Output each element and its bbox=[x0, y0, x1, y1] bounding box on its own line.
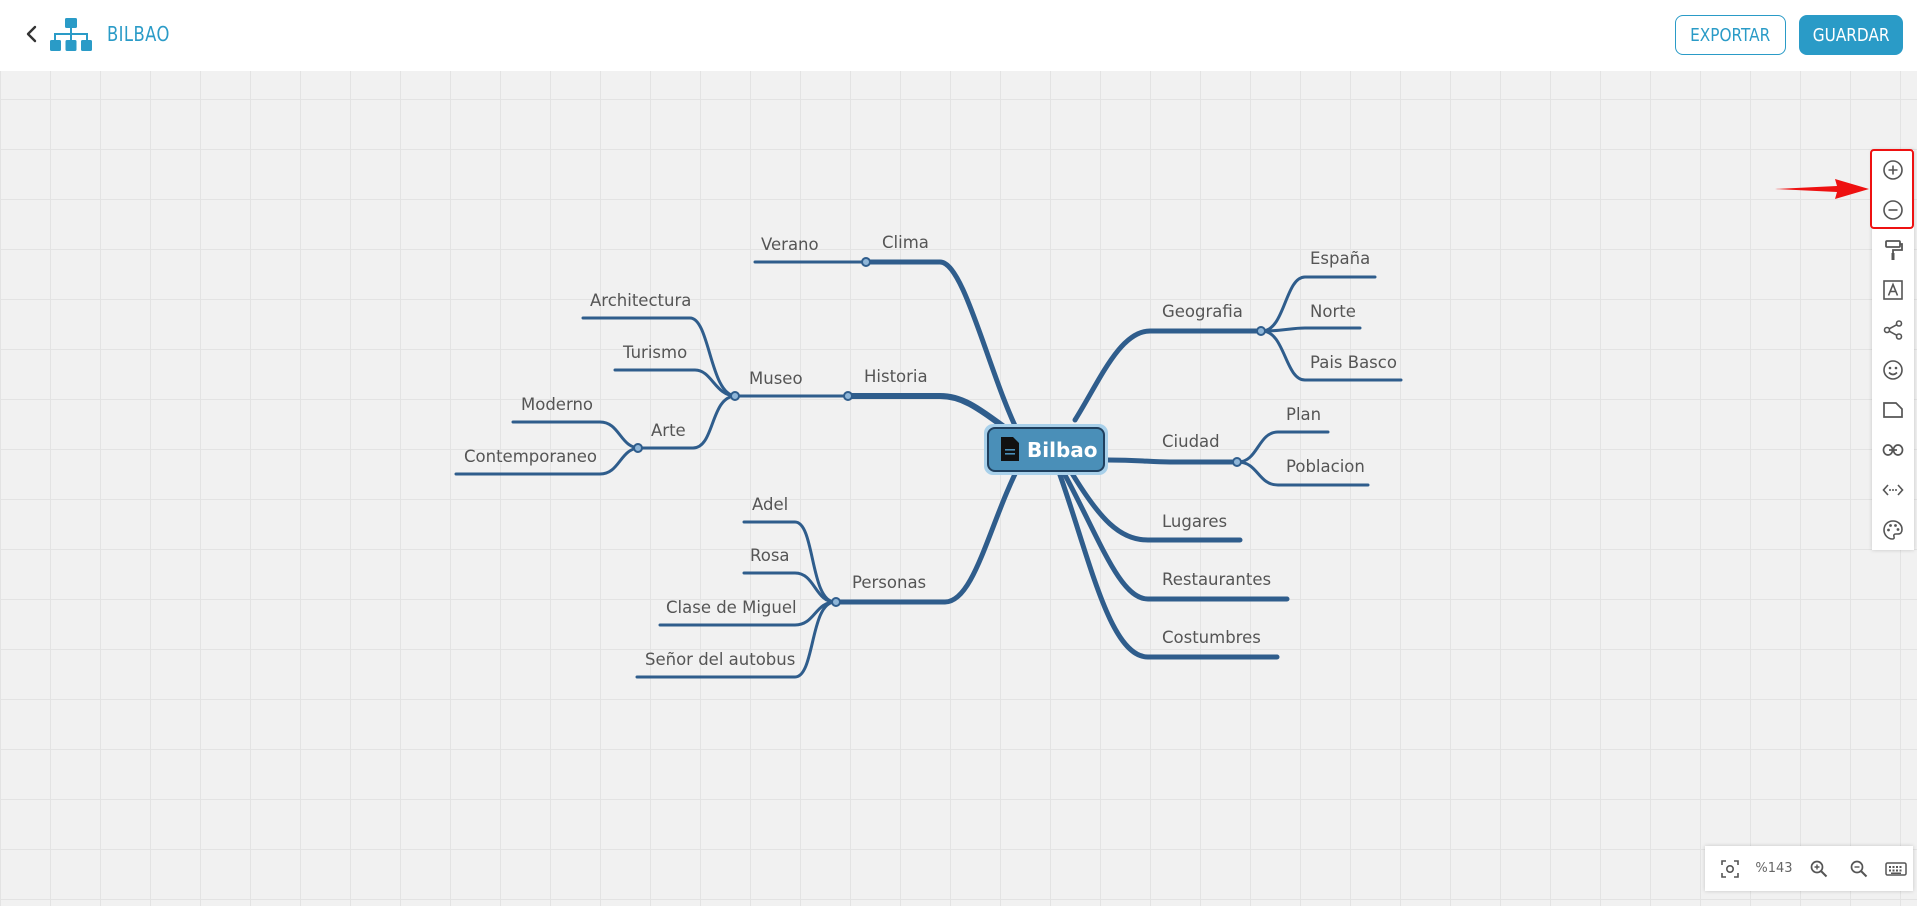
save-button[interactable]: GUARDAR bbox=[1799, 15, 1903, 55]
connector-costumbres bbox=[1057, 472, 1280, 660]
topic-moderno[interactable]: Moderno bbox=[521, 395, 593, 414]
right-toolbar bbox=[1872, 150, 1914, 550]
topic-personas[interactable]: Personas bbox=[852, 573, 926, 592]
topic-clima[interactable]: Clima bbox=[882, 233, 929, 252]
mindmap-logo-icon bbox=[50, 18, 92, 51]
link-tool[interactable] bbox=[1872, 430, 1914, 470]
zoom-bar: %143 bbox=[1705, 846, 1913, 891]
share-tool[interactable] bbox=[1872, 310, 1914, 350]
connector-clima bbox=[865, 259, 1025, 443]
topic-restaurantes[interactable]: Restaurantes bbox=[1162, 570, 1271, 589]
zoom-level: %143 bbox=[1755, 861, 1793, 876]
palette-tool[interactable] bbox=[1872, 510, 1914, 550]
map-title: BILBAO bbox=[107, 22, 170, 46]
topic-rosa[interactable]: Rosa bbox=[750, 546, 790, 565]
topic-pais-basco[interactable]: Pais Basco bbox=[1310, 353, 1397, 372]
back-button[interactable] bbox=[22, 23, 42, 45]
topic-turismo[interactable]: Turismo bbox=[622, 343, 687, 362]
format-paint-tool[interactable] bbox=[1872, 230, 1914, 270]
topic-senor-del-autobus[interactable]: Señor del autobus bbox=[645, 650, 795, 669]
document-icon bbox=[1001, 437, 1019, 461]
topic-poblacion[interactable]: Poblacion bbox=[1286, 457, 1365, 476]
topic-norte[interactable]: Norte bbox=[1310, 302, 1356, 321]
connector-ciudad bbox=[1105, 457, 1241, 465]
keyboard-icon bbox=[1885, 861, 1907, 876]
text-format-tool[interactable] bbox=[1872, 270, 1914, 310]
central-node-label: Bilbao bbox=[1027, 438, 1098, 462]
text-format-icon bbox=[1883, 280, 1903, 300]
connector-geografia bbox=[1072, 328, 1265, 423]
topic-espana[interactable]: España bbox=[1310, 249, 1370, 268]
topic-adel[interactable]: Adel bbox=[752, 495, 788, 514]
topic-verano[interactable]: Verano bbox=[761, 235, 819, 254]
annotation-arrow-icon bbox=[1775, 179, 1869, 199]
zoom-out-tool[interactable] bbox=[1872, 190, 1914, 230]
topic-costumbres[interactable]: Costumbres bbox=[1162, 628, 1261, 647]
topic-museo[interactable]: Museo bbox=[749, 369, 803, 388]
share-icon bbox=[1883, 320, 1903, 340]
note-tool[interactable] bbox=[1872, 390, 1914, 430]
save-button-label: GUARDAR bbox=[1812, 24, 1890, 46]
topic-historia[interactable]: Historia bbox=[864, 367, 928, 386]
topic-plan[interactable]: Plan bbox=[1286, 405, 1321, 424]
note-icon bbox=[1883, 402, 1903, 418]
topic-lugares[interactable]: Lugares bbox=[1162, 512, 1227, 531]
highlight-box bbox=[1870, 149, 1914, 229]
export-button-label: EXPORTAR bbox=[1690, 24, 1771, 46]
connector-restaurantes bbox=[1062, 472, 1290, 602]
zoom-out-button[interactable] bbox=[1841, 846, 1877, 891]
zoom-in-tool[interactable] bbox=[1872, 150, 1914, 190]
zoom-in-magnifier-icon bbox=[1810, 860, 1828, 877]
central-node[interactable]: Bilbao bbox=[984, 424, 1108, 475]
topic-clase-de-miguel[interactable]: Clase de Miguel bbox=[666, 598, 797, 617]
chevron-left-icon bbox=[26, 25, 37, 43]
format-paint-icon bbox=[1885, 240, 1903, 260]
code-icon bbox=[1882, 484, 1904, 496]
palette-icon bbox=[1883, 520, 1903, 540]
topic-contemporaneo[interactable]: Contemporaneo bbox=[464, 447, 597, 466]
export-button[interactable]: EXPORTAR bbox=[1675, 15, 1786, 55]
fit-to-screen-button[interactable] bbox=[1713, 846, 1747, 891]
zoom-out-magnifier-icon bbox=[1850, 860, 1868, 877]
topic-geografia[interactable]: Geografia bbox=[1162, 302, 1243, 321]
connector-lugares bbox=[1067, 467, 1243, 543]
emoji-icon bbox=[1883, 360, 1903, 380]
emoji-tool[interactable] bbox=[1872, 350, 1914, 390]
topic-arte[interactable]: Arte bbox=[651, 421, 686, 440]
topic-ciudad[interactable]: Ciudad bbox=[1162, 432, 1220, 451]
topic-architectura[interactable]: Architectura bbox=[590, 291, 691, 310]
connector-personas bbox=[832, 457, 1025, 605]
keyboard-shortcuts-button[interactable] bbox=[1879, 846, 1913, 891]
zoom-in-icon bbox=[1883, 160, 1903, 180]
mindmap-canvas[interactable] bbox=[0, 71, 1917, 906]
link-icon bbox=[1882, 444, 1904, 456]
center-focus-icon bbox=[1721, 859, 1739, 878]
zoom-out-icon bbox=[1883, 200, 1903, 220]
zoom-in-button[interactable] bbox=[1801, 846, 1837, 891]
top-bar: BILBAO EXPORTAR GUARDAR bbox=[0, 0, 1917, 71]
code-tool[interactable] bbox=[1872, 470, 1914, 510]
